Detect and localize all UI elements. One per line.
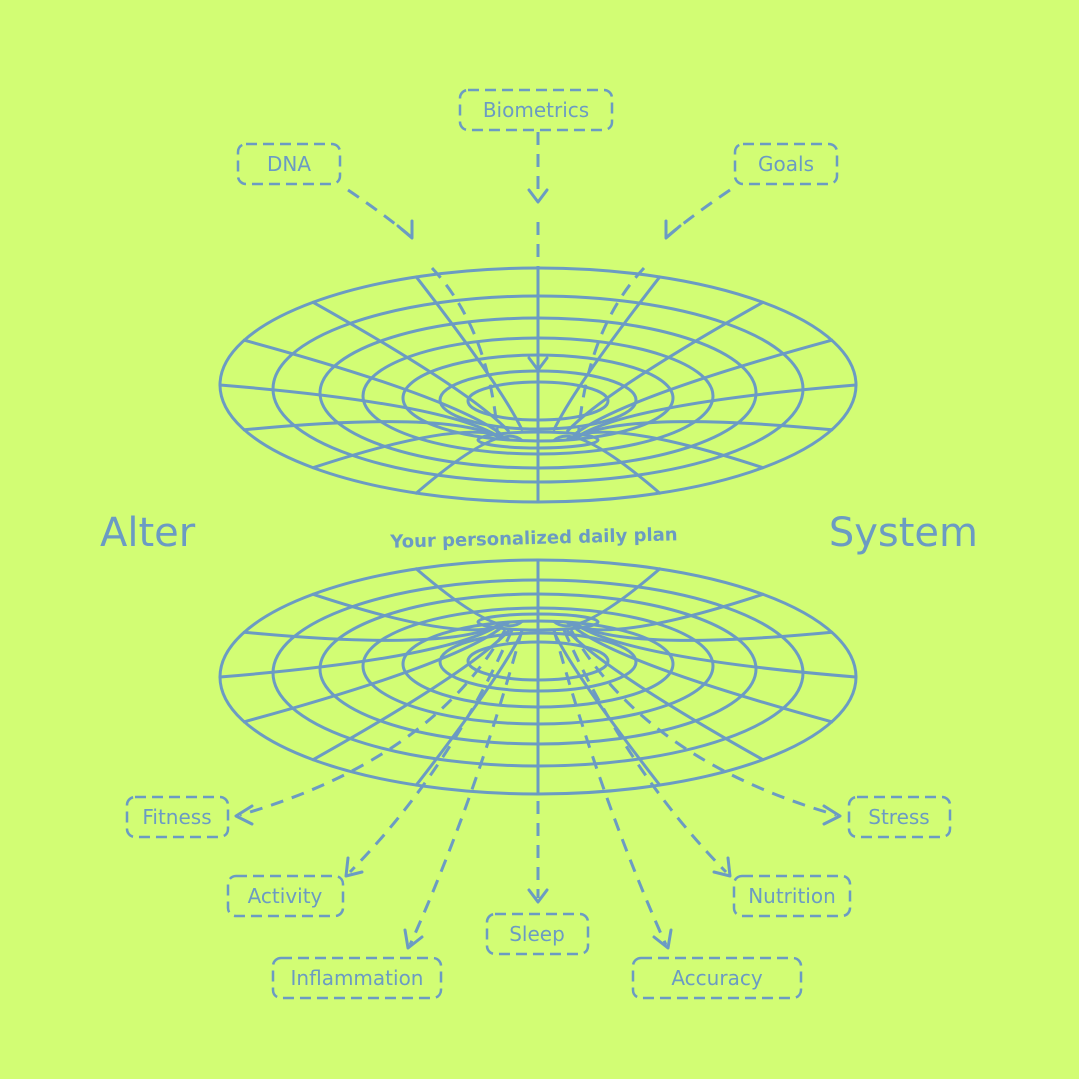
fitness-arrow [234,804,254,826]
lower-funnel-spoke [218,625,498,679]
upper-funnel-spoke [575,338,834,435]
input-connectors [347,132,731,445]
lower-funnel-spoke [242,627,501,724]
activity-box [226,874,345,918]
accuracy-box [631,956,803,1000]
lower-funnel-spoke [311,592,510,632]
lower-funnel [218,558,858,796]
goals-inflow [576,266,646,441]
sleep-label: Sleep [509,922,565,946]
upper-funnel-spoke [242,338,501,435]
biometrics-box [458,88,614,132]
accuracy-label: Accuracy [671,966,762,990]
lower-funnel-spoke [552,567,662,628]
upper-funnel-spoke [578,383,858,437]
lower-funnel-spoke [311,629,510,762]
nutrition-node: Nutrition [732,874,852,918]
lower-funnel-spoke [578,625,858,679]
output-connectors [234,625,842,950]
nutrition-box [732,874,852,918]
inflammation-label: Inflammation [291,966,424,990]
fitness-label: Fitness [142,805,211,829]
dna-node: DNA [236,142,342,186]
inflammation-box [271,956,443,1000]
sleep-box [485,912,590,956]
upper-funnel [218,266,858,504]
alter-word: Alter [100,510,196,556]
stress-box [847,795,952,839]
upper-funnel-spoke [552,275,662,431]
dna-label: DNA [267,152,311,176]
dna-arrow [396,219,414,240]
lower-funnel-spoke [566,629,765,762]
biometrics-node: Biometrics [458,88,614,132]
accuracy-node: Accuracy [631,956,803,1000]
output-nodes: Fitness Activity Inflammation Sleep Accu… [125,795,952,1000]
lower-funnel-spoke [242,623,501,642]
goals-box [733,142,839,186]
upper-funnel-spoke [566,300,765,433]
activity-label: Activity [248,884,323,908]
nutrition-connector [562,629,728,874]
biometrics-inner-arrow [527,356,549,372]
input-nodes: DNA Biometrics Goals [236,88,839,186]
upper-funnel-spoke [414,275,524,431]
nutrition-arrow [712,856,732,878]
plan-caption: Your personalized daily plan [389,524,678,553]
stress-node: Stress [847,795,952,839]
lower-funnel-spoke [575,623,834,642]
activity-arrow [344,856,364,878]
fitness-node: Fitness [125,795,230,839]
sleep-arrow [527,888,549,904]
goals-arrow [664,219,682,240]
dna-box [236,142,342,186]
upper-funnel-spoke [311,300,510,433]
upper-funnel-spoke [242,420,501,439]
upper-funnel-spoke [218,383,498,437]
inflammation-arrow [403,928,424,950]
lower-funnel-spoke [414,567,524,628]
upper-funnel-spoke [575,420,834,439]
goals-node: Goals [733,142,839,186]
activity-connector [348,629,514,874]
biometrics-label: Biometrics [483,98,589,122]
fitness-box [125,795,230,839]
lower-funnel-spoke [552,631,662,787]
goals-label: Goals [758,152,814,176]
biometrics-arrow [527,188,549,204]
accuracy-connector [552,629,668,946]
inflammation-connector [408,629,524,946]
system-word: System [829,510,978,556]
activity-node: Activity [226,874,345,918]
lower-funnel-spoke [414,631,524,787]
stress-label: Stress [868,805,929,829]
dna-inflow [430,266,500,441]
sleep-node: Sleep [485,912,590,956]
stress-arrow [822,804,842,826]
upper-funnel-spoke [552,434,662,495]
nutrition-label: Nutrition [748,884,836,908]
inflammation-node: Inflammation [271,956,443,1000]
lower-funnel-spoke [575,627,834,724]
upper-funnel-spoke [414,434,524,495]
accuracy-arrow [652,928,673,950]
